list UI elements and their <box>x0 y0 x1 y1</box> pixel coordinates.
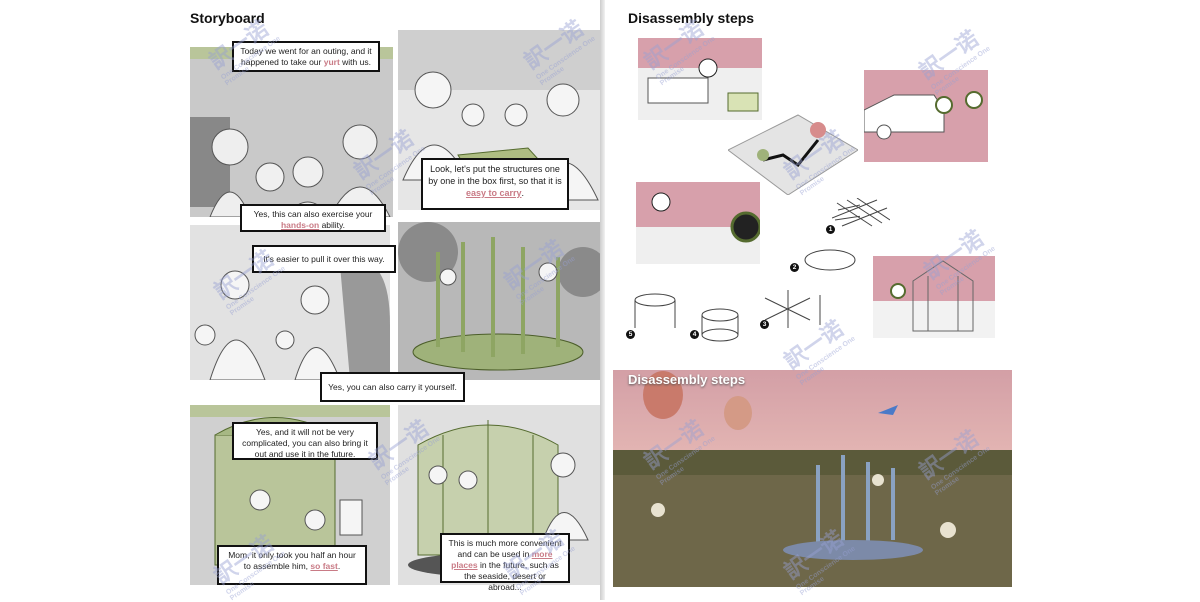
step-number-1: 1 <box>826 225 835 234</box>
speech-bubble-6: Yes, and it will not be very complicated… <box>232 422 378 460</box>
parts-diagram <box>620 190 883 350</box>
step-number-5: 5 <box>626 330 635 339</box>
grid-part-1 <box>831 197 891 228</box>
speech-bubble-2: Look, let's put the structures one by on… <box>421 158 569 210</box>
map-illustration <box>727 114 859 196</box>
map-route-image <box>727 110 859 196</box>
scene-assembled-yurt-image <box>873 256 995 338</box>
scene-unpacking-image <box>636 182 762 264</box>
scene-car-loading-image <box>863 70 988 162</box>
step-number-4: 4 <box>690 330 699 339</box>
photo-illustration <box>613 370 1012 587</box>
speech-bubble-8: This is much more convenient and can be … <box>440 533 570 592</box>
speech-bubble-3: Yes, this can also exercise your hands-o… <box>240 204 386 232</box>
grid-illustration <box>831 197 891 227</box>
step-number-3: 3 <box>760 320 769 329</box>
disassembly-heading: Disassembly steps <box>628 10 755 26</box>
scene-packing-image <box>638 38 762 120</box>
outdoor-yurt-photo <box>613 370 1012 587</box>
photo-title: Disassembly steps <box>628 372 746 387</box>
unpacking-illustration <box>636 192 762 264</box>
storyboard-panel-4 <box>398 222 600 380</box>
yurt-illustration <box>873 260 995 338</box>
packing-illustration <box>638 58 762 120</box>
storyboard-panel-1 <box>190 47 393 217</box>
step-number-2: 2 <box>790 263 799 272</box>
speech-bubble-5: Yes, you can also carry it yourself. <box>320 372 465 402</box>
speech-bubble-4: It's easier to pull it over this way. <box>252 245 396 273</box>
parts-illustration <box>634 199 883 342</box>
panel-4-illustration <box>398 222 600 380</box>
panel-1-illustration <box>190 59 393 217</box>
speech-bubble-7: Mom, it only took you half an hour to as… <box>217 545 367 585</box>
storyboard-heading: Storyboard <box>190 10 265 26</box>
page-gutter <box>600 0 605 600</box>
car-illustration <box>863 91 983 140</box>
speech-bubble-1: Today we went for an outing, and it happ… <box>232 41 380 72</box>
